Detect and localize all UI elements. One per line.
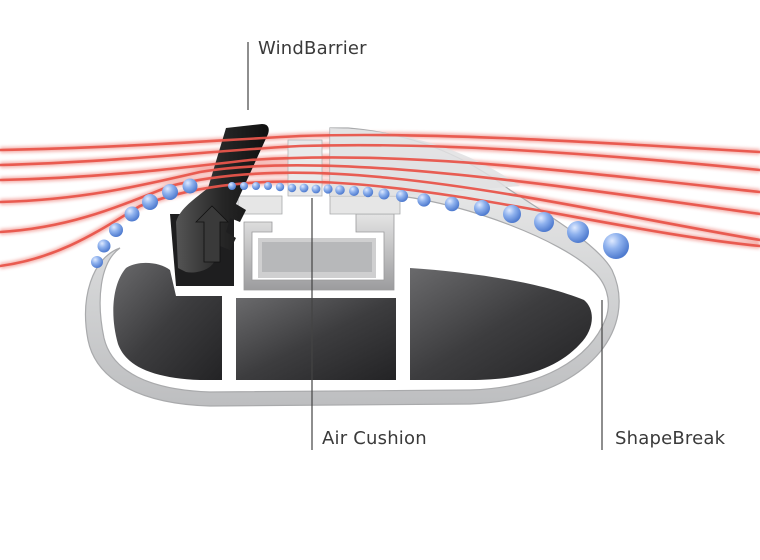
air-bubble bbox=[362, 186, 374, 198]
air-bubble bbox=[503, 205, 521, 223]
air-bubble bbox=[311, 184, 321, 194]
wind-barrier-label: WindBarrier bbox=[258, 38, 367, 59]
air-bubble bbox=[474, 200, 490, 216]
air-bubble bbox=[603, 233, 629, 259]
air-bubble bbox=[124, 206, 140, 222]
air-bubble bbox=[444, 196, 460, 212]
air-bubble bbox=[299, 183, 309, 193]
air-bubble bbox=[534, 212, 554, 232]
air-bubble bbox=[109, 223, 123, 237]
airflow-line bbox=[0, 163, 760, 216]
air-bubbles bbox=[91, 178, 629, 268]
shape-break-label: ShapeBreak bbox=[615, 428, 726, 449]
air-bubble bbox=[287, 183, 297, 193]
air-bubble bbox=[264, 182, 272, 190]
air-bubble bbox=[142, 194, 158, 210]
air-bubble bbox=[323, 184, 333, 194]
air-bubble bbox=[162, 184, 178, 200]
air-bubble bbox=[240, 182, 248, 190]
airflow-line bbox=[0, 156, 760, 194]
air-bubble bbox=[91, 256, 103, 268]
air-bubble bbox=[378, 188, 390, 200]
airflow-line bbox=[0, 133, 760, 154]
air-bubble bbox=[252, 182, 260, 190]
air-bubble bbox=[275, 182, 285, 192]
air-bubble bbox=[335, 185, 345, 195]
airflow-line bbox=[0, 143, 760, 172]
air-bubble bbox=[417, 193, 431, 207]
air-bubble bbox=[228, 182, 236, 190]
air-bubble bbox=[396, 190, 408, 202]
airflow-line bbox=[0, 171, 760, 242]
air-bubble bbox=[182, 178, 198, 194]
air-cushion-label: Air Cushion bbox=[322, 428, 427, 449]
air-bubble bbox=[567, 221, 589, 243]
air-bubble bbox=[97, 239, 111, 253]
air-bubble bbox=[349, 186, 359, 196]
